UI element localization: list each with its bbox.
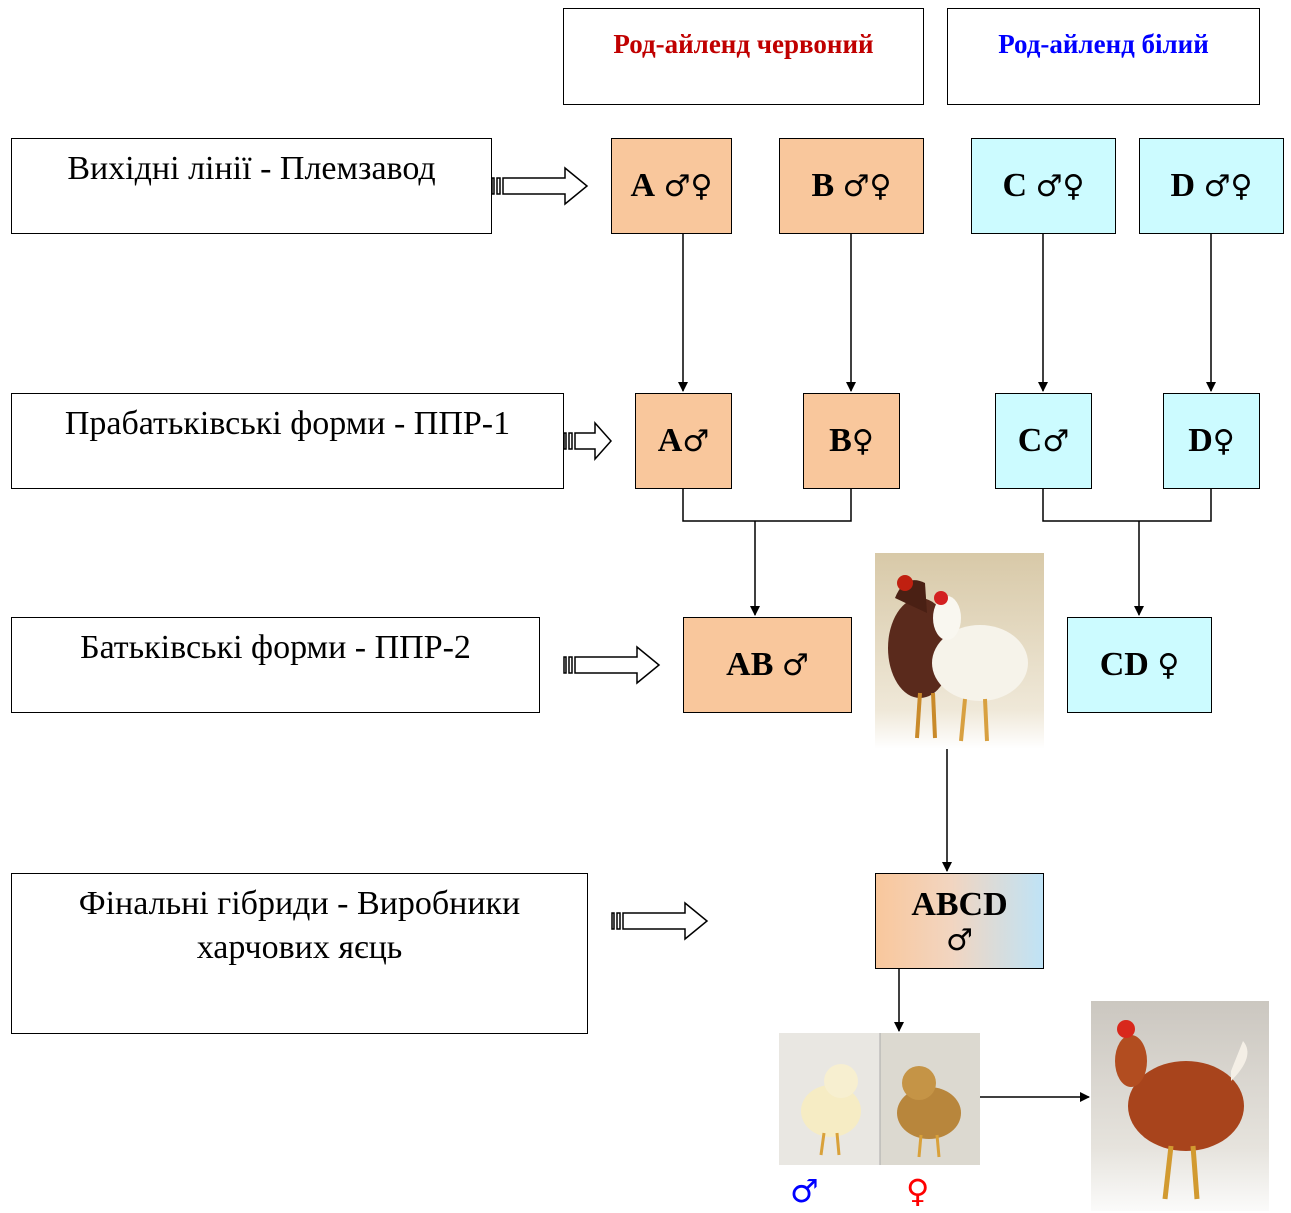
node-a-sex: ♂♀: [663, 168, 713, 204]
node-d-female: D♀: [1163, 393, 1260, 489]
header-rhode-island-red: Род-айленд червоний: [563, 8, 924, 105]
node-a2-sex: ♂: [682, 423, 710, 459]
node-cd-sex: ♀: [1157, 647, 1180, 683]
node-ab-sex: ♂: [781, 647, 809, 683]
block-arrow-ppr2: [563, 645, 661, 685]
chick-male-symbol: ♂: [790, 1172, 819, 1210]
node-ab-male: AB ♂: [683, 617, 852, 713]
node-ab-letter: AB: [726, 646, 774, 683]
node-a2-letter: A: [657, 422, 683, 459]
node-abcd-letter: ABCD: [911, 886, 1008, 923]
node-b-letter: B: [811, 167, 835, 204]
node-a-letter: A: [630, 167, 656, 204]
block-arrow-final: [611, 901, 709, 941]
level-final-hybrids: Фінальні гібриди - Виробники харчових яє…: [11, 873, 588, 1034]
node-a-male: A♂: [635, 393, 732, 489]
node-cd-letter: CD: [1099, 646, 1149, 683]
node-d-letter: D: [1170, 167, 1196, 204]
node-cd-female: CD ♀: [1067, 617, 1212, 713]
level-ppr2-label: Батьківські форми - ППР-2: [80, 629, 471, 666]
level-lines-label: Вихідні лінії - Племзавод: [67, 150, 436, 187]
node-c-letter: C: [1002, 167, 1028, 204]
node-d2-sex: ♀: [1212, 423, 1235, 459]
node-b2-sex: ♀: [851, 423, 874, 459]
node-d-sex: ♂♀: [1203, 168, 1253, 204]
block-arrow-lines: [491, 166, 589, 206]
node-c-male: C♂: [995, 393, 1092, 489]
block-arrow-ppr1: [563, 421, 613, 461]
header-red-label: Род-айленд червоний: [613, 29, 874, 59]
node-line-b: B ♂♀: [779, 138, 924, 234]
node-line-d: D ♂♀: [1139, 138, 1284, 234]
node-abcd-sex: ♂: [946, 923, 973, 958]
header-rhode-island-white: Род-айленд білий: [947, 8, 1260, 105]
final-hen-photo: [1091, 1001, 1269, 1211]
node-line-a: A ♂♀: [611, 138, 732, 234]
node-b-female: B♀: [803, 393, 900, 489]
chick-female-symbol: ♀: [906, 1172, 930, 1210]
level-final-label: Фінальні гібриди - Виробники харчових яє…: [78, 885, 521, 966]
node-c2-sex: ♂: [1042, 423, 1070, 459]
level-parent: Батьківські форми - ППР-2: [11, 617, 540, 713]
node-c-sex: ♂♀: [1035, 168, 1085, 204]
node-c2-letter: C: [1017, 422, 1043, 459]
level-original-lines: Вихідні лінії - Племзавод: [11, 138, 492, 234]
node-abcd: ABCD ♂: [875, 873, 1044, 969]
node-line-c: C ♂♀: [971, 138, 1116, 234]
header-white-label: Род-айленд білий: [998, 29, 1209, 59]
parent-hens-photo: [875, 553, 1044, 749]
node-b-sex: ♂♀: [842, 168, 892, 204]
node-b2-letter: B: [829, 422, 852, 459]
level-ppr1-label: Прабатьківські форми - ППР-1: [64, 405, 511, 442]
chicks-photo: [779, 1033, 980, 1165]
node-d2-letter: D: [1188, 422, 1213, 459]
level-grandparent: Прабатьківські форми - ППР-1: [11, 393, 564, 489]
